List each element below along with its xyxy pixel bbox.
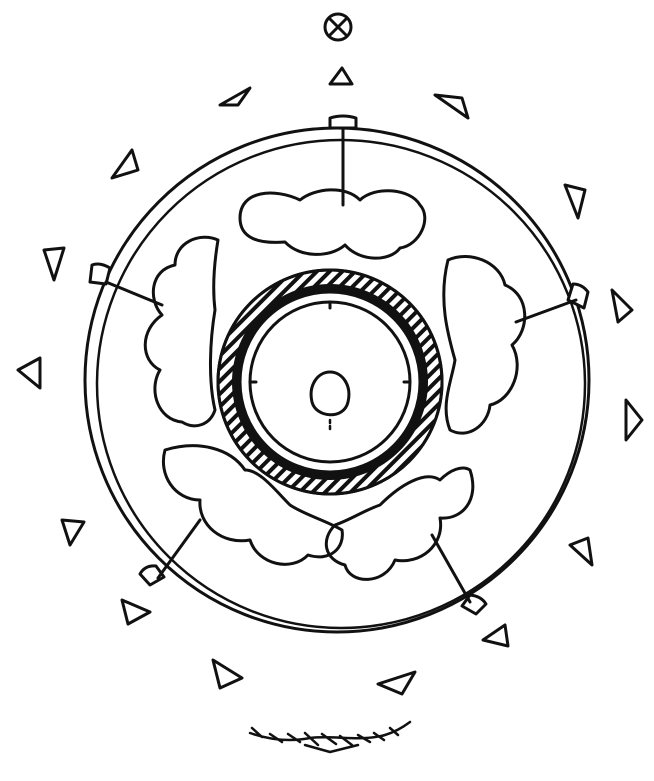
- circled-cross-icon: [325, 14, 351, 40]
- triangle-marker: [483, 625, 508, 646]
- rose-outline: [240, 190, 425, 258]
- triangle-marker: [570, 538, 592, 565]
- triangle-marker: [112, 150, 138, 178]
- triangle-marker: [213, 660, 242, 688]
- triangle-marker: [44, 248, 64, 280]
- triangle-marker: [18, 358, 40, 388]
- triangle-marker: [122, 600, 150, 624]
- triangle-marker: [565, 185, 585, 218]
- triangle-marker: [330, 68, 352, 84]
- inner-disc: [218, 270, 442, 494]
- triangle-marker: [378, 672, 415, 694]
- rose-petal-left: [145, 237, 218, 426]
- triangle-marker: [435, 95, 468, 118]
- rose-petal-right: [444, 256, 525, 433]
- triangle-marker: [626, 400, 642, 440]
- triangle-marker: [612, 290, 632, 322]
- triangle-marker: [62, 520, 84, 545]
- triangle-marker: [220, 88, 250, 105]
- hatched-ground-icon: [250, 722, 410, 752]
